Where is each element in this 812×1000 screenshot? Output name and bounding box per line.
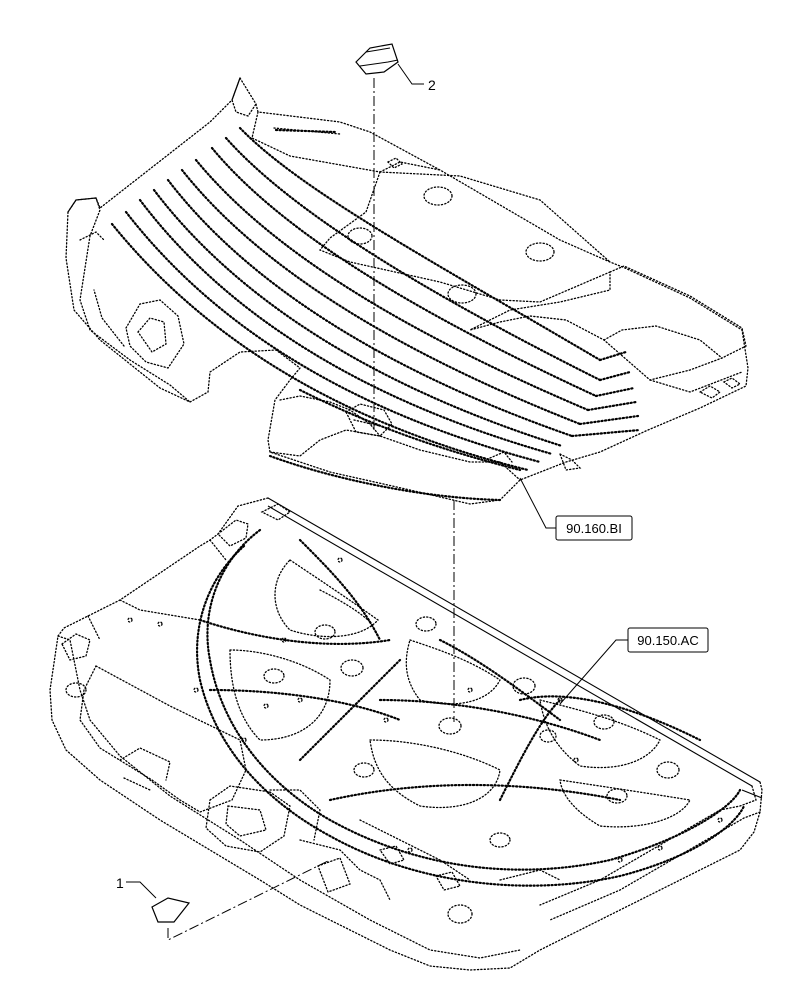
- installation-centerlines: [167, 78, 455, 941]
- ref-90-150-ac-leader: [559, 639, 628, 705]
- cab-floor-icon: [49, 497, 763, 971]
- floor-mat-icon: [65, 76, 749, 505]
- ref-box-90-150-ac[interactable]: 90.150.AC: [627, 627, 709, 653]
- ref-90-160-bi-leader: [519, 477, 556, 529]
- callout-2-leader: [397, 63, 424, 85]
- callout-1-leader: [126, 881, 157, 899]
- label-patch-icon: [151, 897, 191, 923]
- ref-box-90-160-bi[interactable]: 90.160.BI: [555, 515, 633, 541]
- rivet-dots: [127, 557, 723, 863]
- callout-2-number: 2: [428, 77, 436, 93]
- callout-1-number: 1: [116, 875, 124, 891]
- ref-label-90-150-ac: 90.150.AC: [637, 633, 698, 648]
- ref-label-90-160-bi: 90.160.BI: [566, 521, 622, 536]
- clip-cap-icon: [355, 43, 399, 75]
